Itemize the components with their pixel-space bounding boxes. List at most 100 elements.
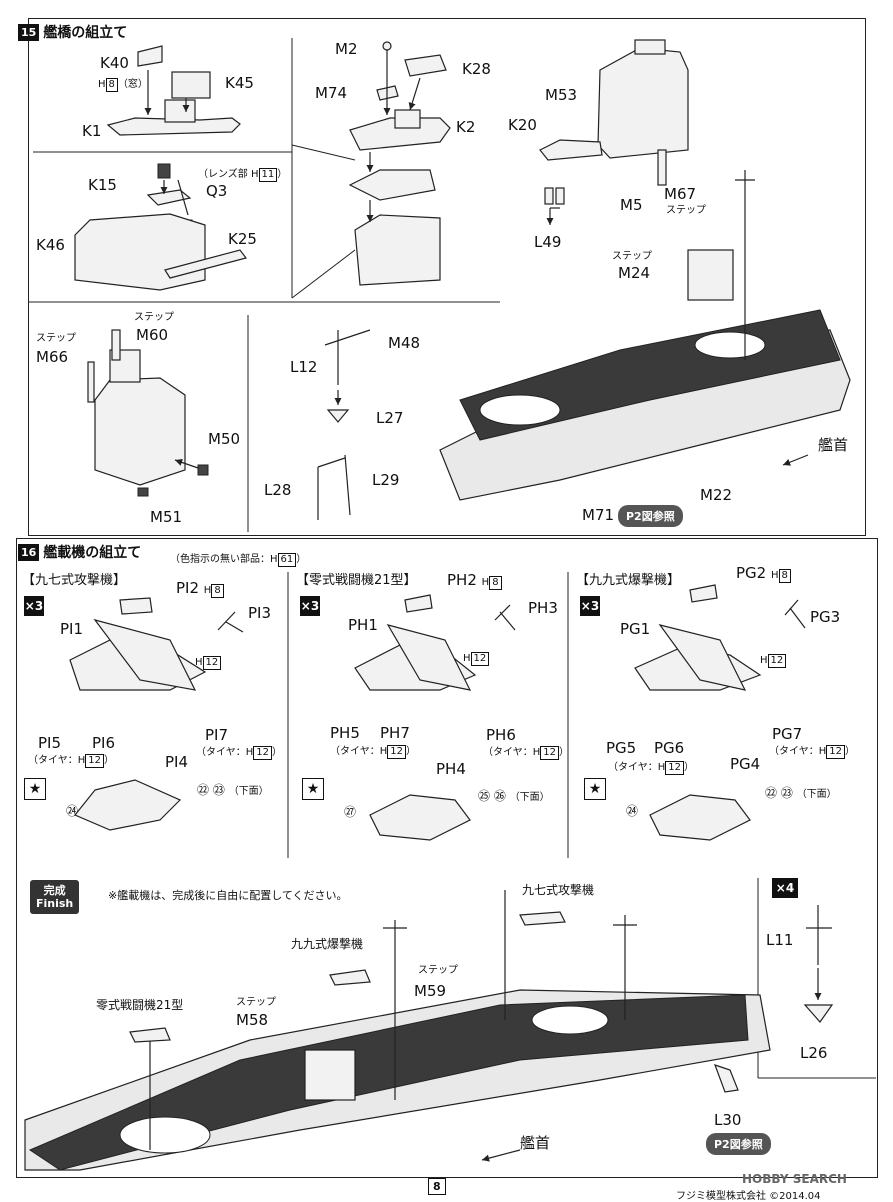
p2-reference-15: P2図参照: [618, 505, 683, 527]
note-end: ）: [296, 554, 307, 565]
plane-1-p1: PI1: [60, 620, 84, 638]
bridge-mid-drawing: [348, 41, 451, 286]
tire-text: （タイヤ：H: [196, 747, 254, 758]
tire-text: （タイヤ：H: [28, 755, 86, 766]
label-L28: L28: [264, 481, 292, 499]
label-M51: M51: [150, 508, 183, 526]
tire-box: 12: [826, 745, 845, 759]
label-L29: L29: [372, 471, 400, 489]
h8-text: H: [771, 570, 779, 581]
plane-1-p6: PI6: [92, 734, 116, 752]
label-step-M60: ステップ: [134, 312, 174, 323]
plane-2-p5: PH5: [330, 724, 360, 742]
label-L27: L27: [376, 409, 404, 427]
step-16-frame: [16, 538, 878, 1178]
tire-box: 12: [387, 745, 406, 759]
tire-end: ）: [844, 746, 855, 757]
h12-box: 12: [470, 652, 490, 666]
label-step-M66: ステップ: [36, 333, 76, 344]
finish-mast-drawing: [803, 905, 834, 1023]
watermark-logo: HOBBY SEARCH: [742, 1172, 847, 1186]
plane-2-p1: PH1: [348, 616, 378, 634]
label-M58: M58: [236, 1011, 269, 1029]
p2-label: PG2: [736, 564, 767, 582]
color-code-H: H: [98, 79, 106, 90]
plane-2-p3: PH3: [528, 599, 558, 617]
decal-b: ㉖: [493, 789, 506, 803]
step-15-number: 15: [18, 23, 40, 41]
label-L26: L26: [800, 1044, 828, 1062]
label-M59: M59: [414, 982, 447, 1000]
finish-badge-en: Finish: [36, 897, 74, 910]
h12-box: 12: [767, 654, 787, 668]
mast-parts-drawing: [317, 329, 371, 520]
plane-2-p6: PH6: [486, 726, 516, 744]
plane-1-p7: PI7: [205, 726, 229, 744]
label-M60: M60: [136, 326, 169, 344]
label-K28: K28: [462, 60, 491, 78]
plane-1-title: 【九七式攻撃機】: [22, 573, 127, 588]
label-L49: L49: [534, 233, 562, 251]
finish-badge: 完成 Finish: [30, 880, 80, 914]
tire-box: 12: [540, 746, 559, 760]
p2-label: PI2: [176, 579, 200, 597]
label-M67: M67: [664, 185, 697, 203]
decal-star-icon-3: ★: [584, 778, 606, 800]
tire-end: ）: [405, 746, 416, 757]
h8-box: 8: [778, 569, 791, 583]
decal-under: （下面）: [509, 792, 550, 803]
label-Q3: Q3: [206, 182, 228, 200]
plane-2-qty: ×3: [300, 596, 320, 616]
carrier-drawing-finish: [24, 890, 771, 1171]
label-M5: M5: [620, 196, 643, 214]
label-L30: L30: [714, 1111, 742, 1129]
label-step-M67: ステップ: [666, 205, 706, 216]
plane-3-decal-c: ㉔: [626, 804, 639, 818]
label-bow-15: 艦首: [818, 436, 849, 454]
tire-end: ）: [558, 747, 569, 758]
step-16-title: 16 艦載機の組立て: [18, 542, 141, 562]
label-K2: K2: [456, 118, 476, 136]
step-15-heading: 艦橋の組立て: [43, 25, 128, 41]
label-M2: M2: [335, 40, 358, 58]
plane-1-qty: ×3: [24, 596, 44, 616]
divider-15-zoom-top: [291, 144, 356, 161]
h12-text: H: [195, 657, 203, 668]
label-K15: K15: [88, 176, 117, 194]
plane-2-title: 【零式戦闘機21型】: [296, 573, 417, 588]
decal-star-icon-1: ★: [24, 778, 46, 800]
carrier-drawing-15: [439, 170, 851, 501]
step-15-title: 15 艦橋の組立て: [18, 22, 127, 42]
decal-under: （下面）: [228, 786, 269, 797]
plane-1-decals: ㉒ ㉓ （下面）: [197, 784, 269, 797]
label-bow-finish: 艦首: [520, 1134, 551, 1152]
bridge-side-drawing: [87, 329, 209, 497]
finish-qty: ×4: [772, 878, 798, 898]
p2-reference-finish: P2図参照: [706, 1133, 771, 1155]
plane-3-qty: ×3: [580, 596, 600, 616]
step-15-frame: [28, 18, 866, 536]
tire-box: 12: [665, 761, 684, 775]
tire-box: 12: [85, 754, 104, 768]
label-M24: M24: [618, 264, 651, 282]
tire-text: （タイヤ：H: [330, 746, 388, 757]
label-zero: 零式戦闘機21型: [96, 998, 184, 1012]
h8-text: H: [481, 577, 490, 588]
label-K25: K25: [228, 230, 257, 248]
decal-star-icon-2: ★: [302, 778, 324, 800]
plane-1-p5: PI5: [38, 734, 62, 752]
bridge-top-drawing: [106, 45, 241, 136]
plane-2-decals: ㉕ ㉖ （下面）: [478, 790, 550, 803]
tire-end: ）: [103, 755, 114, 766]
plane-3-p1: PG1: [620, 620, 651, 638]
plane-2-p4: PH4: [436, 760, 466, 778]
